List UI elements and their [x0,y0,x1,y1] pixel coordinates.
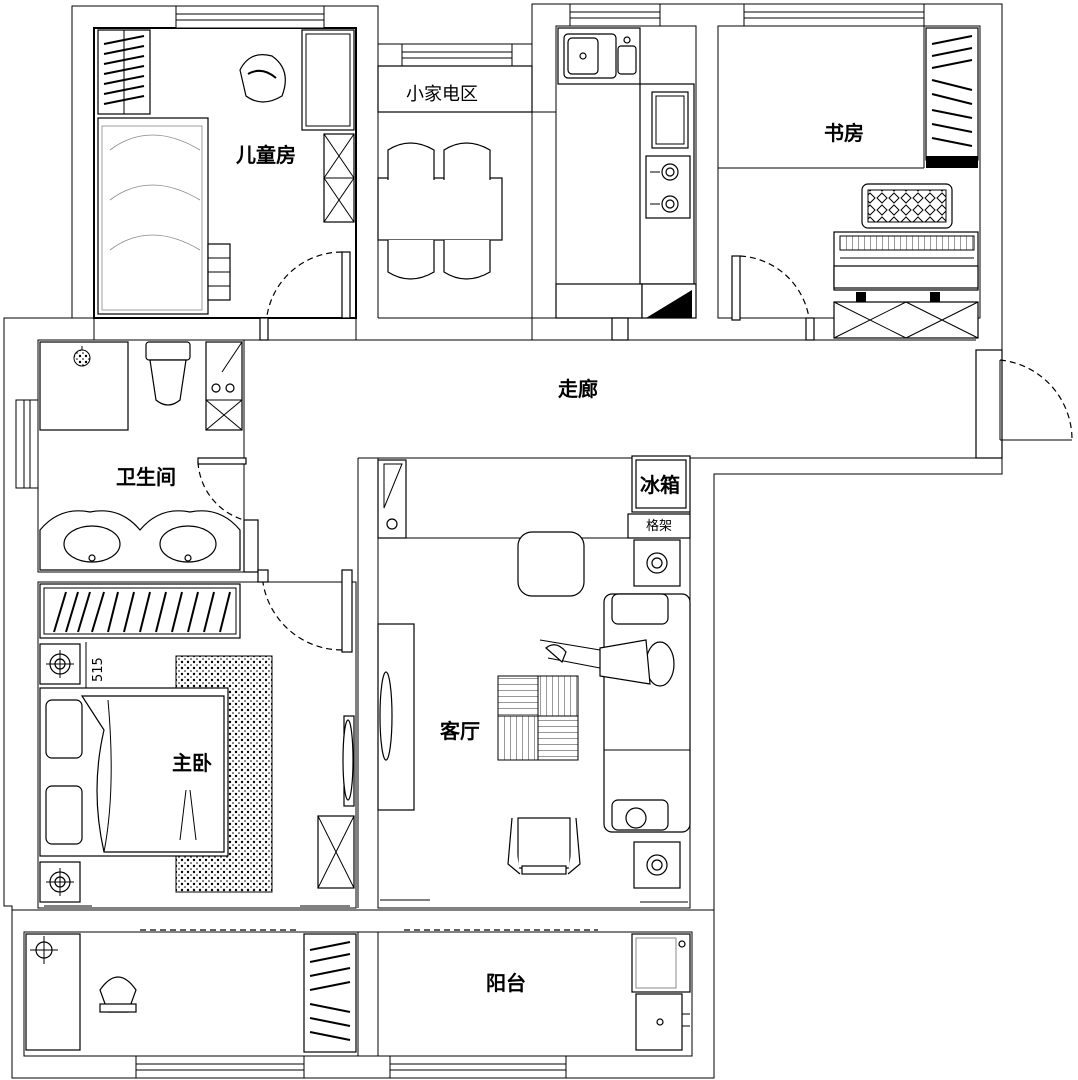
window [743,3,925,27]
room-label-childrens: 儿童房 [235,143,296,167]
study: 书房 [717,3,981,339]
person-icon [539,639,675,687]
room-label-study: 书房 [824,121,864,145]
sofa [603,593,691,833]
tv-cabinet [377,623,415,811]
window [401,43,513,67]
sink-icon [563,33,637,79]
shelf-label: 格架 [646,518,672,534]
window [175,5,325,29]
fridge-icon: 冰箱 [631,455,691,513]
appliance-area: 小家电区 [377,4,556,340]
room-label-balcony: 阳台 [486,971,526,995]
room-label-corridor: 走廊 [558,377,598,401]
childrens-room: 儿童房 [93,5,357,319]
chair-icon [99,976,137,1013]
chair-icon [239,54,286,103]
dining-table [377,177,503,241]
coffee-table [497,675,579,761]
stove-icon [645,155,691,219]
room-label-bathroom: 卫生间 [116,465,176,489]
ottoman [517,531,585,597]
dining-chair [387,142,491,280]
room-label-living: 客厅 [439,719,480,743]
balcony: 阳台 [12,909,714,1079]
balcony-rack [303,933,357,1053]
door-study [731,255,815,341]
bathroom: 卫生间 [15,339,259,573]
sink-icon [635,993,690,1051]
desk [301,29,355,131]
cabinet [833,301,979,339]
master-bedroom: 515 主卧 [37,569,357,909]
corridor: 走廊 [260,339,976,459]
window [569,3,661,27]
dimension-label: 515 [91,657,106,682]
kitchen [555,3,697,341]
fridge-label: 冰箱 [640,473,680,497]
room-label-appliance: 小家电区 [406,84,478,105]
toilet-icon [145,341,191,406]
room-label-master: 主卧 [172,751,212,775]
kids-bed [97,117,209,315]
living-room: 冰箱 格架 客厅 [44,455,691,909]
armchair [507,817,581,875]
window [389,1055,567,1079]
entry-door [975,349,1073,459]
washing-machine-icon [631,933,691,993]
sink-icon [39,510,241,571]
window [15,399,39,489]
shower-icon [73,346,91,367]
window [135,1055,305,1079]
